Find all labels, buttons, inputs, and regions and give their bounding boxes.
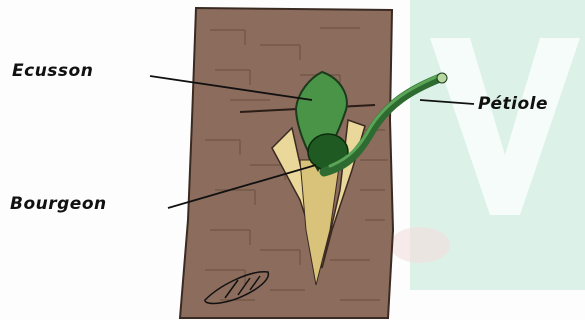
label-ecusson: Ecusson bbox=[12, 61, 93, 81]
label-bourgeon: Bourgeon bbox=[10, 194, 107, 214]
petiole-cut-end bbox=[437, 73, 447, 83]
background-blob bbox=[390, 227, 450, 263]
label-petiole: Pétiole bbox=[478, 94, 548, 114]
